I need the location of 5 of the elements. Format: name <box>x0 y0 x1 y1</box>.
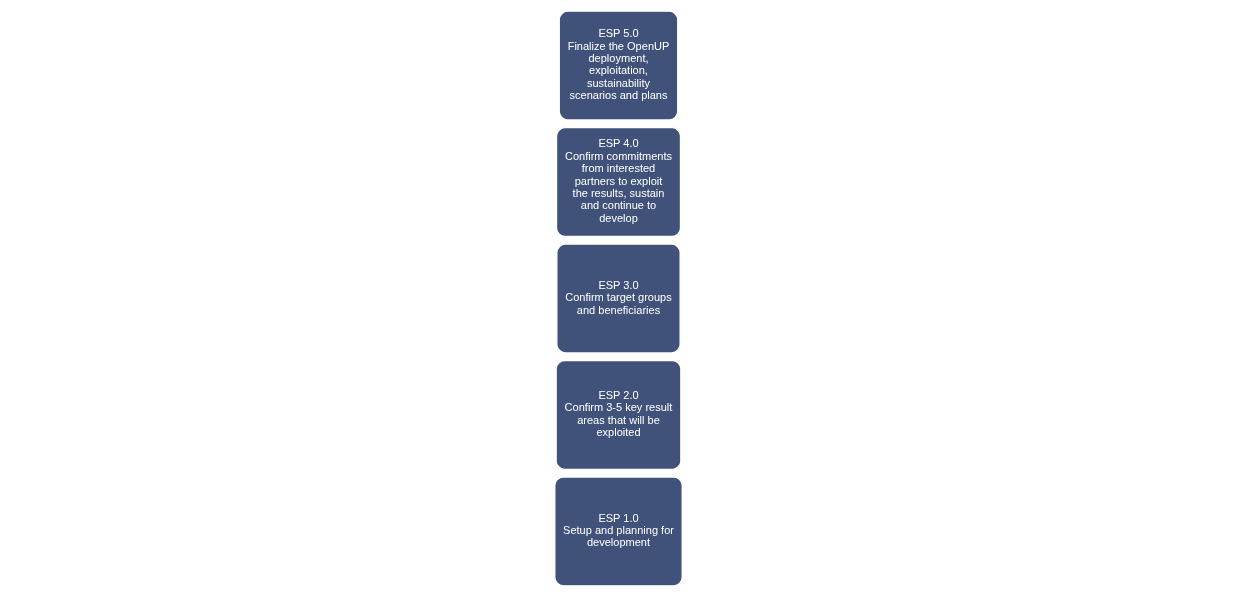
node-box: ESP 5.0 Finalize the OpenUP deployment, exploitation, sustainability scenarios and plans <box>558 10 678 121</box>
node-box: ESP 1.0 Setup and planning for development <box>553 476 683 587</box>
node-box: ESP 4.0 Confirm commitments from interested partners to exploit the results, sustain and continue to develop <box>555 126 681 238</box>
node-box: ESP 3.0 Confirm target groups and beneficiaries <box>555 243 681 354</box>
node-box: ESP 2.0 Confirm 3-5 key result areas that will be exploited <box>554 359 682 471</box>
